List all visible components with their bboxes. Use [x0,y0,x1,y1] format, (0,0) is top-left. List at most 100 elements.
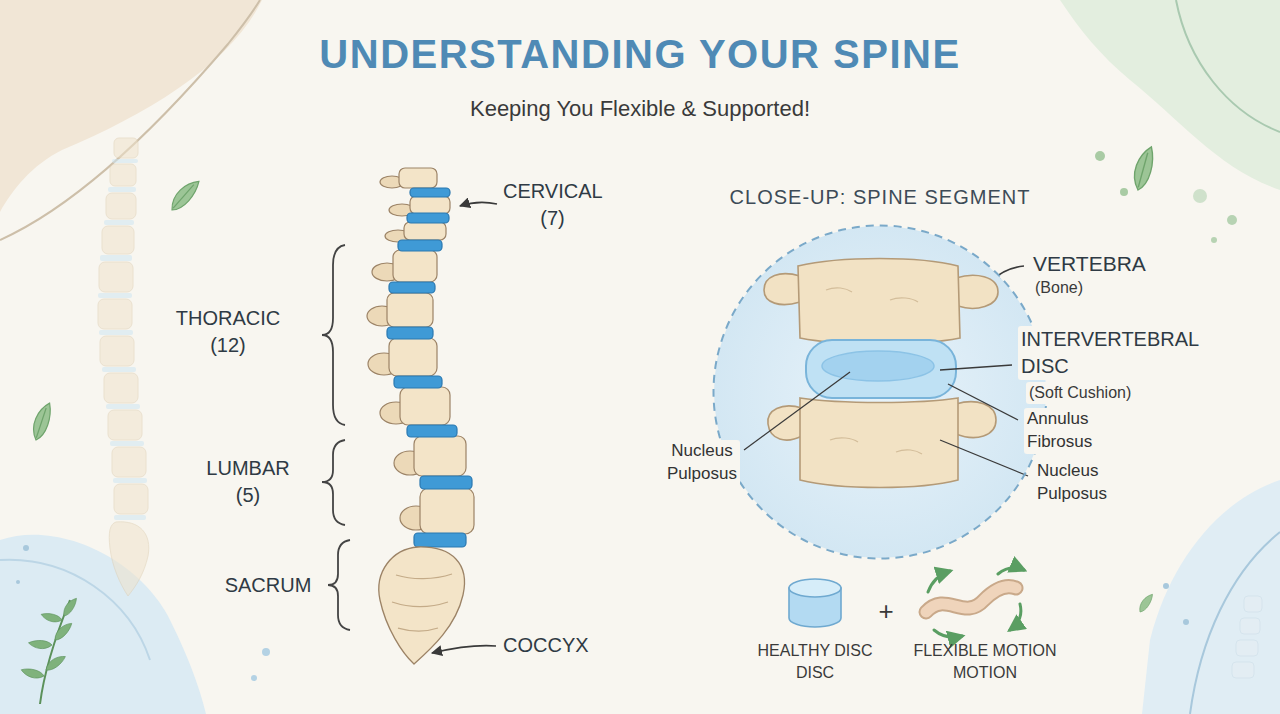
faint-spine [110,441,144,446]
healthy-disc-icon [789,579,841,597]
decor-dot [1193,189,1207,203]
faint-spine [108,410,142,440]
faint-spine [112,159,138,163]
flexible-motion-icon [928,571,950,592]
part-note: (Bone) [1032,277,1086,299]
part-label: Nucleus Pulposus [1034,460,1110,506]
closeup-vertebra [800,398,958,488]
faint-spine [99,262,133,292]
bottom-right-spine [1232,596,1262,678]
faint-spine [113,478,147,483]
spinal-disc [414,533,466,547]
leaf [1125,145,1163,192]
corner-blob [1142,480,1280,714]
faint-spine [102,367,136,372]
faint-spine [98,293,132,298]
icon-caption: HEALTHY DISC DISC [748,640,883,683]
plant [59,597,81,617]
vertebra [387,168,474,534]
closeup-disc [806,340,956,398]
decor-dot [1095,151,1105,161]
leaf [1125,145,1163,192]
title: UNDERSTANDING YOUR SPINE [319,30,960,78]
faint-spine [108,187,136,192]
spinal-disc [407,425,457,437]
closeup-heading: CLOSE-UP: SPINE SEGMENT [730,184,1031,211]
decor-dot [23,545,29,551]
corner-blob [0,535,206,714]
leaf [165,179,205,212]
decor-dot [1227,215,1237,225]
corner-blob [0,0,262,212]
part-label: VERTEBRA [1030,250,1149,278]
leaf [25,401,60,441]
faint-spine [104,220,134,225]
decor-dot [1183,619,1189,625]
faint-spine [98,138,149,596]
decor-curve [1190,532,1280,714]
vertebra [414,436,466,476]
part-label: Nucleus Pulposus [664,440,740,486]
closeup-vertebra [764,259,998,488]
decor-curve [1176,0,1280,132]
closeup-vertebra [956,402,996,438]
decor-dot [16,151,1237,681]
part-note: (Soft Cushion) [1026,382,1134,404]
leaf [29,408,54,438]
faint-spine [114,515,146,520]
region-label: COCCYX [503,632,589,659]
plant [40,608,62,626]
spinal-disc [389,282,435,293]
part-label: INTERVERTEBRAL DISC [1018,326,1201,380]
plant [43,655,68,672]
vertebra [393,250,437,282]
bracket [322,245,345,425]
vertebra [389,338,437,376]
decor-curve [0,0,260,240]
faint-spine [98,138,149,596]
leader-line [940,440,1028,476]
leaf [165,179,205,212]
corner-blob [1060,0,1280,190]
bracket [328,540,350,630]
spinal-disc [387,327,433,339]
vertebra [400,387,450,425]
plant [28,636,53,653]
faint-spine [106,404,140,409]
dashed-circle [714,226,1047,559]
spinal-disc [387,188,472,547]
bracket [322,245,350,630]
subtitle: Keeping You Flexible & Supported! [470,94,810,124]
faint-spine [99,330,133,335]
closeup-vertebra [764,274,800,305]
bottom-right-spine [1232,662,1254,678]
leaf [25,401,60,441]
leaf [1135,593,1157,613]
decor-dot [251,675,257,681]
plant [20,663,44,682]
plant [20,663,44,682]
region-label: THORACIC (12) [176,305,280,359]
spinal-disc [407,213,449,223]
node-outline [712,224,1048,560]
faint-spine [114,138,138,158]
plant [51,622,75,641]
plant [59,597,81,617]
closeup-disc [806,340,956,398]
bottom-right-spine [1240,618,1260,634]
decor-dot [1211,237,1217,243]
faint-spine [109,522,149,596]
pointer-arrow [432,646,496,653]
plant [43,655,68,672]
flexible-motion-icon [926,568,1024,637]
faint-spine [104,373,138,403]
leaf [168,185,198,209]
spinal-disc [398,240,442,251]
closeup-vertebra [798,259,960,345]
leader-line [744,372,850,450]
region-label: CERVICAL (7) [503,178,602,232]
plant [28,636,53,653]
leaf [1135,593,1157,613]
flexible-motion-icon [1010,604,1021,630]
